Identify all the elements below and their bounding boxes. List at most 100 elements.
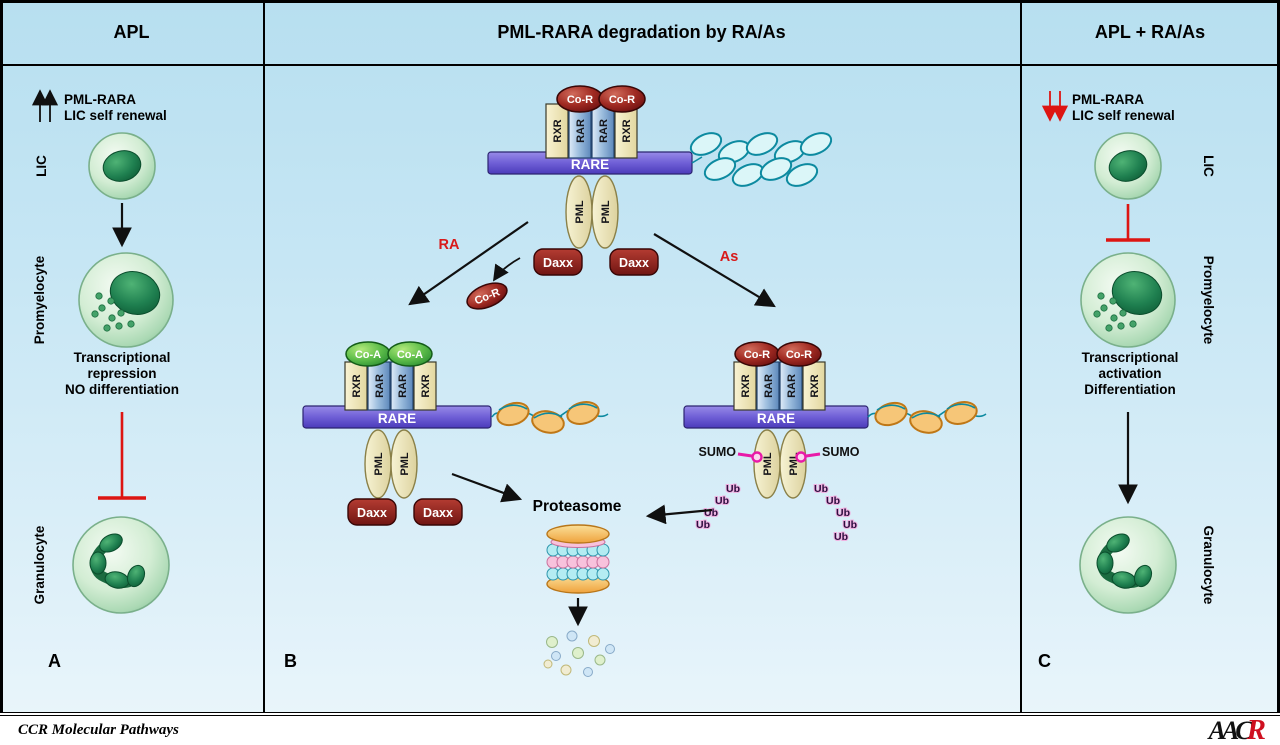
ubiquitin-label: Ub (696, 519, 710, 531)
rar-label: RAR (575, 119, 587, 143)
to-proteasome-arrow-left (451, 472, 523, 503)
right-status-text-1: Transcriptional (1082, 350, 1179, 365)
to-proteasome-arrow-right (645, 504, 713, 525)
ra-label: RA (439, 237, 460, 253)
open-chromatin-left (491, 401, 609, 434)
ubiquitin-label: Ub (836, 507, 850, 519)
ubiquitin-label: Ub (843, 519, 857, 531)
rxr-label: RXR (420, 374, 432, 397)
proteasome-label: Proteasome (533, 498, 622, 515)
corepressor-release-arrow (493, 257, 521, 282)
released-corepressor: Co-R (466, 282, 508, 310)
pml-label: PML (600, 200, 612, 224)
pml-label: PML (399, 452, 411, 476)
panel-apl-treated: PML-RARA LIC self renewal LIC Promyelo (1038, 91, 1216, 671)
rar-label: RAR (397, 374, 409, 398)
coactivator-complex: RXR RAR RAR RXR RARE Co-A Co-A PML PML D… (302, 341, 492, 526)
lic-label: LIC (1201, 155, 1216, 177)
left-top-text-1: PML-RARA (64, 92, 136, 107)
pml-protein (779, 429, 807, 499)
coa-label: Co-A (355, 349, 381, 361)
daxx-label: Daxx (543, 256, 573, 270)
lic-cell (88, 132, 156, 200)
aacr-logo-text: AAC (1208, 716, 1253, 745)
coa-label: Co-A (397, 349, 423, 361)
panel-letter-b: B (284, 651, 297, 671)
cor-label: Co-R (786, 349, 812, 361)
panel-b-title: PML-RARA degradation by RA/As (497, 21, 786, 42)
daxx-protein (609, 248, 659, 276)
repression-complex-top: RXR RAR RAR RXR RARE Co-R Co-R PML PML D… (487, 85, 693, 276)
promyelocyte-cell (1080, 252, 1176, 348)
lic-cell (1094, 132, 1162, 200)
panel-divider-left (263, 0, 265, 712)
rxr-label: RXR (621, 119, 633, 142)
rxr-label: RXR (740, 374, 752, 397)
rxr-label: RXR (351, 374, 363, 397)
rare-label: RARE (378, 411, 416, 426)
rxr-label: RXR (552, 119, 564, 142)
lic-label: LIC (34, 155, 49, 177)
inhibition-tbar (1106, 204, 1150, 242)
panel-apl: PML-RARA LIC self renewal LIC Promyelocy… (31, 89, 179, 671)
rar-label: RAR (763, 374, 775, 398)
daxx-protein (533, 248, 583, 276)
cor-label: Co-R (567, 94, 593, 106)
ubiquitin-label: Ub (834, 531, 848, 543)
promyelocyte-label: Promyelocyte (1201, 256, 1216, 345)
condensed-chromatin (689, 132, 833, 187)
promyelocyte-cell (78, 252, 174, 348)
sumo-label: SUMO (699, 445, 737, 459)
granulocyte-cell (72, 516, 170, 614)
as-pathway-arrow (653, 233, 776, 308)
rar-label: RAR (786, 374, 798, 398)
sumo-anchor (795, 451, 807, 463)
ubiquitin-label: Ub (826, 495, 840, 507)
ubiquitin-label: Ub (704, 507, 718, 519)
cor-label: Co-R (609, 94, 635, 106)
promyelocyte-label: Promyelocyte (32, 255, 47, 344)
rxr-box (545, 103, 569, 159)
rxr-label: RXR (809, 374, 821, 397)
pml-label: PML (373, 452, 385, 476)
sumo-linker (737, 452, 753, 458)
rare-label: RARE (757, 411, 795, 426)
daxx-label: Daxx (619, 256, 649, 270)
left-status-text-1: Transcriptional (74, 350, 171, 365)
as-label: As (720, 249, 739, 265)
panel-letter-c: C (1038, 651, 1051, 671)
corepressor-oval (776, 341, 822, 367)
ubiquitin-label: Ub (814, 483, 828, 495)
panel-c-title: APL + RA/As (1094, 21, 1206, 42)
aacr-logo-r: R (1246, 714, 1266, 745)
ra-pathway-arrow (408, 221, 529, 306)
open-chromatin-right (867, 401, 987, 434)
header-row: APL PML-RARA degradation by RA/As APL + … (0, 0, 1280, 64)
daxx-label: Daxx (423, 506, 453, 520)
left-status-text-2: repression (87, 366, 156, 381)
panel-letter-a: A (48, 651, 61, 671)
right-top-text-2: LIC self renewal (1072, 108, 1175, 123)
rare-label: RARE (571, 157, 609, 172)
daxx-protein (413, 498, 463, 526)
footer-bar: CCR Molecular Pathways AACR (0, 712, 1280, 745)
daxx-protein (347, 498, 397, 526)
panel-divider-right (1020, 0, 1022, 712)
panel-a-title: APL (113, 21, 150, 42)
proteasome-barrel (546, 524, 610, 594)
pml-protein (390, 429, 418, 499)
right-status-text-2: activation (1098, 366, 1161, 381)
pml-label: PML (574, 200, 586, 224)
coactivator-oval (387, 341, 433, 367)
sumo-linker (805, 452, 821, 458)
pml-label: PML (762, 452, 774, 476)
ubiquitin-label: Ub (715, 495, 729, 507)
granulocyte-label: Granulocyte (32, 525, 47, 604)
right-top-text-1: PML-RARA (1072, 92, 1144, 107)
degraded-peptides (543, 630, 615, 677)
inhibition-tbar (98, 412, 146, 500)
rar-label: RAR (374, 374, 386, 398)
journal-title: CCR Molecular Pathways (18, 722, 179, 738)
granulocyte-label: Granulocyte (1201, 526, 1216, 605)
